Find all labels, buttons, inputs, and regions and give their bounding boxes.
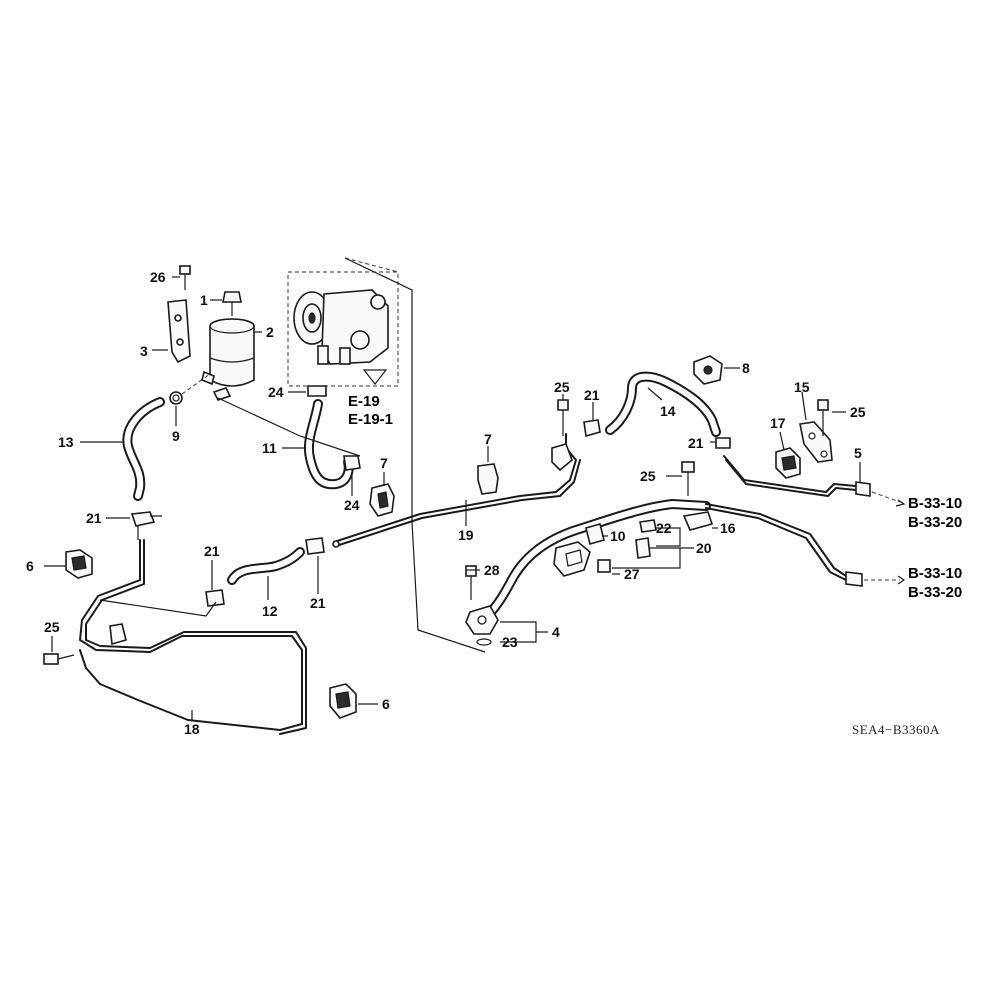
line5-reference-1[interactable]: B-33-10 <box>908 495 962 512</box>
callout-16: 16 <box>720 520 736 536</box>
pressure-switch-icon <box>635 537 651 559</box>
bolt-26-icon <box>179 265 191 275</box>
clamp-16-icon <box>682 511 714 531</box>
hose-14 <box>605 355 731 449</box>
clamp-10-icon <box>553 541 591 577</box>
callout-25d: 25 <box>640 468 656 484</box>
clip-21-left <box>130 511 162 540</box>
grommet-17 <box>775 447 801 479</box>
callout-21c: 21 <box>310 595 326 611</box>
callout-5: 5 <box>854 445 862 461</box>
callout-18: 18 <box>184 721 200 737</box>
bolt-25-upper <box>557 399 569 436</box>
callout-21d: 21 <box>584 387 600 403</box>
washer-23-icon <box>476 638 492 646</box>
callout-6a: 6 <box>26 558 34 574</box>
callout-27: 27 <box>624 566 640 582</box>
callout-19: 19 <box>458 527 474 543</box>
callout-1: 1 <box>200 292 208 308</box>
lower-line-reference-1[interactable]: B-33-10 <box>908 565 962 582</box>
callout-9: 9 <box>172 428 180 444</box>
hose-clamp-24-icon <box>307 385 327 397</box>
reservoir-assembly <box>167 265 255 401</box>
pump-reference-1[interactable]: E-19 <box>348 393 380 410</box>
callout-14: 14 <box>660 403 676 419</box>
callout-12: 12 <box>262 603 278 619</box>
hose-clamp-21e-icon <box>715 437 731 449</box>
bolt-25-right <box>817 399 829 436</box>
power-steering-pump <box>287 257 486 653</box>
callout-4: 4 <box>552 624 560 640</box>
grommet-6-left <box>65 549 93 579</box>
lower-line-reference-2[interactable]: B-33-20 <box>908 584 962 601</box>
fitting-4-icon <box>465 605 499 635</box>
high-pressure-line <box>465 461 906 646</box>
hose-clamp-24b-icon <box>343 455 361 471</box>
callout-15: 15 <box>794 379 810 395</box>
pressure-line-19 <box>332 433 581 548</box>
callout-13: 13 <box>58 434 74 450</box>
callout-8: 8 <box>742 360 750 376</box>
pump-reference-2[interactable]: E-19-1 <box>348 411 393 428</box>
callout-28: 28 <box>484 562 500 578</box>
grommet-6-bottom <box>329 683 357 719</box>
callout-21b: 21 <box>204 543 220 559</box>
line5-reference-2[interactable]: B-33-20 <box>908 514 962 531</box>
pipe-clamp-7-left <box>369 483 395 517</box>
bolt-25-left-icon <box>43 653 59 665</box>
callout-23: 23 <box>502 634 518 650</box>
callout-24b: 24 <box>344 497 360 513</box>
reservoir-bracket-icon <box>167 299 191 364</box>
callout-26: 26 <box>150 269 166 285</box>
callout-10: 10 <box>610 528 626 544</box>
reservoir-cap-icon <box>222 291 242 303</box>
hose-clamp-21d-icon <box>305 537 325 555</box>
bracket-15 <box>799 421 833 463</box>
callout-21a: 21 <box>86 510 102 526</box>
reference-arrow-icon <box>362 369 388 385</box>
callout-22: 22 <box>656 520 672 536</box>
callout-7b: 7 <box>484 431 492 447</box>
bolt-27-icon <box>597 559 611 573</box>
hose-clamp-9-icon <box>169 391 183 405</box>
callout-21e: 21 <box>688 435 704 451</box>
callout-24a: 24 <box>268 384 284 400</box>
bolt-25-middle-icon <box>681 461 695 473</box>
clip-21-upper <box>583 419 601 438</box>
line-5 <box>723 455 906 507</box>
callout-6b: 6 <box>382 696 390 712</box>
callout-17: 17 <box>770 415 786 431</box>
callout-3: 3 <box>140 343 148 359</box>
return-line-18 <box>43 539 307 735</box>
diagram-code: SEA4−B3360A <box>852 722 940 737</box>
callout-numbers: 1 2 3 26 9 13 24 11 24 7 21 6 21 12 21 2… <box>26 269 866 737</box>
reservoir-icon <box>209 326 255 387</box>
pipe-clamp-7-right-icon <box>477 463 499 495</box>
callout-2: 2 <box>266 324 274 340</box>
callout-25b: 25 <box>554 379 570 395</box>
hose-12 <box>205 537 325 607</box>
hose-11 <box>217 385 361 490</box>
hose-13 <box>122 373 211 501</box>
callout-25a: 25 <box>44 619 60 635</box>
callout-25c: 25 <box>850 404 866 420</box>
callout-7a: 7 <box>380 455 388 471</box>
hose-clamp-21c-icon <box>205 589 225 607</box>
bolt-28-icon <box>465 565 477 577</box>
section-references: E-19 E-19-1 B-33-10 B-33-20 B-33-10 B-33… <box>348 393 962 601</box>
leader-lines <box>44 276 861 720</box>
callout-11: 11 <box>262 440 277 456</box>
callout-20: 20 <box>696 540 712 556</box>
